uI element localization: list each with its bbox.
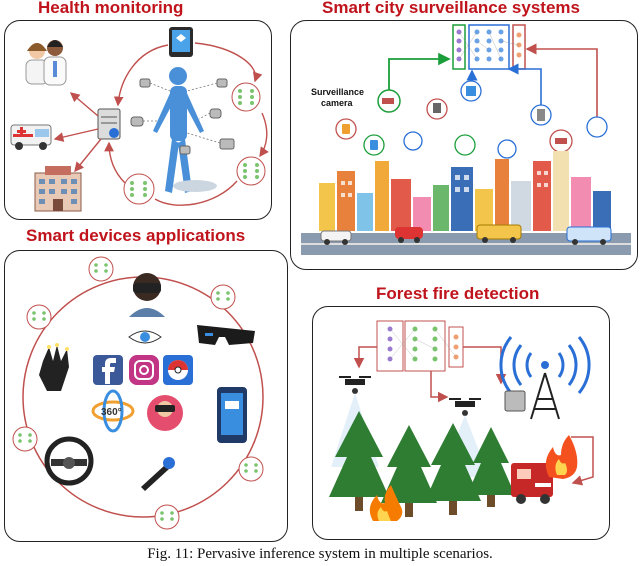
devices-panel: 360° [4,250,288,542]
fire-truck-icon [511,435,578,504]
devices-diagram: 360° [12,256,264,530]
ambulance-icon [10,124,52,150]
city-panel: Surveillance camera [290,20,638,270]
data-glove-icon [39,343,69,391]
neural-network-icon [452,24,526,70]
facebook-icon [93,355,123,385]
pine-tree-icon [329,411,515,517]
doctor-icon [25,40,67,86]
eye-scan-icon [128,330,162,344]
360-label: 360° [101,407,122,418]
motion-controller-icon [141,457,175,491]
sensor-devices [130,78,235,155]
surveillance-label-line1: Surveillance [311,87,364,97]
steering-wheel-icon [44,436,94,486]
human-body-icon [153,67,217,193]
forest-panel [312,306,610,540]
vr-user-icon [147,395,183,431]
server-icon [97,108,121,140]
instagram-icon [129,355,159,385]
health-diagram [10,27,269,212]
devices-title: Smart devices applications [26,226,246,245]
pokeball-icon [163,355,193,385]
forest-diagram [329,320,594,521]
surveillance-camera-icon [335,80,608,159]
forest-title: Forest fire detection [376,284,540,303]
tablet-icon [169,27,193,57]
neural-network-icon [376,320,464,372]
city-title: Smart city surveillance systems [322,0,580,17]
health-panel [4,20,272,220]
city-skyline-icon [301,151,631,255]
city-diagram: Surveillance camera [301,24,631,255]
neural-network-icon [12,256,264,530]
radio-tower-icon [499,336,591,420]
fire-icon [369,485,403,521]
neural-network-icon [123,82,266,205]
smartphone-icon [217,387,247,443]
hospital-icon [34,166,82,212]
smart-glasses-icon [197,325,255,345]
figure-caption: Fig. 11: Pervasive inference system in m… [147,546,493,562]
health-title: Health monitoring [38,0,184,17]
surveillance-label-line2: camera [321,98,354,108]
360-view-icon: 360° [91,389,135,433]
vr-headset-icon [129,273,165,317]
